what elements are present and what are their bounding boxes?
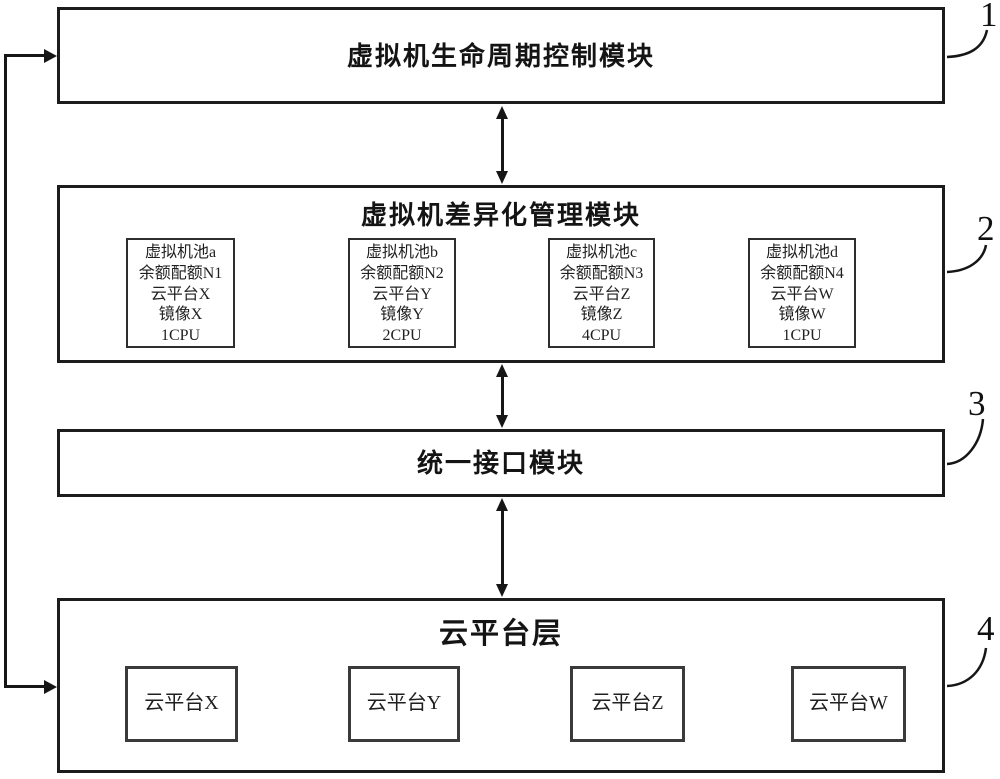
pool-line: 1CPU (782, 327, 822, 345)
pool-line: 余额配额N4 (760, 264, 844, 282)
pool-line: 镜像Y (380, 306, 424, 324)
pool-line: 余额配额N3 (559, 264, 644, 282)
arrow-head-into-cloudlayer (44, 679, 57, 694)
arrow-shaft (501, 115, 504, 175)
pool-line: 镜像X (158, 306, 203, 324)
pool-line: 余额配额N2 (360, 264, 444, 282)
pool-line: 虚拟机池a (144, 244, 217, 261)
cloud-platform-x-box: 云平台X (125, 666, 238, 742)
ref-label-1: 1 (980, 0, 998, 34)
module-box-unified-interface: 统一接口模块 (57, 429, 945, 497)
arrow-head-into-lifecycle (44, 48, 57, 63)
pool-line: 虚拟机池d (765, 244, 838, 261)
leader-curve-4 (946, 647, 988, 688)
feedback-line-bottom (4, 685, 45, 688)
double-arrow-interface-cloudlayer (496, 498, 509, 597)
module-title-vm-lifecycle: 虚拟机生命周期控制模块 (346, 41, 655, 71)
leader-curve-3 (946, 418, 985, 466)
module-box-vm-lifecycle: 虚拟机生命周期控制模块 (57, 7, 945, 104)
module-box-vm-differentiation: 虚拟机差异化管理模块 虚拟机池a 余额配额N1 云平台X 镜像X 1CPU 虚拟… (57, 185, 945, 363)
module-box-cloud-platform-layer: 云平台层 云平台X 云平台Y 云平台Z 云平台W (57, 598, 945, 773)
vm-pool-b-box: 虚拟机池b 余额配额N2 云平台Y 镜像Y 2CPU (348, 238, 456, 348)
vm-pool-d-box: 虚拟机池d 余额配额N4 云平台W 镜像W 1CPU (748, 238, 856, 348)
module-title-cloud-platform-layer: 云平台层 (438, 618, 563, 650)
module-title-unified-interface: 统一接口模块 (416, 449, 585, 479)
double-arrow-differentiation-interface (496, 364, 509, 428)
double-arrow-lifecycle-differentiation (496, 106, 509, 184)
module-title-vm-differentiation: 虚拟机差异化管理模块 (360, 201, 641, 230)
pool-line: 虚拟机池b (365, 244, 438, 261)
ref-label-2: 2 (977, 209, 995, 248)
feedback-line-top (4, 54, 45, 57)
arrow-shaft (501, 507, 504, 588)
arrow-shaft (501, 373, 504, 419)
pool-line: 云平台Y (372, 285, 432, 303)
pool-line: 1CPU (160, 327, 201, 345)
ref-label-3: 3 (968, 384, 986, 423)
pool-line: 4CPU (581, 327, 622, 345)
leader-curve-1 (946, 29, 989, 59)
leader-curve-2 (946, 244, 988, 274)
pool-line: 镜像W (778, 306, 826, 324)
cloud-platform-z-box: 云平台Z (570, 666, 685, 742)
feedback-line-vertical (4, 54, 7, 688)
vm-pool-a-box: 虚拟机池a 余额配额N1 云平台X 镜像X 1CPU (126, 238, 235, 348)
vm-pool-c-box: 虚拟机池c 余额配额N3 云平台Z 镜像Z 4CPU (548, 238, 655, 348)
pool-line: 云平台W (770, 285, 834, 303)
pool-line: 云平台X (150, 285, 211, 303)
ref-label-4: 4 (977, 609, 995, 648)
pool-line: 2CPU (382, 327, 422, 345)
pool-line: 余额配额N1 (138, 264, 223, 282)
pool-line: 镜像Z (580, 306, 623, 324)
pool-line: 云平台Z (572, 285, 631, 303)
cloud-platform-w-box: 云平台W (791, 666, 906, 742)
cloud-platform-y-box: 云平台Y (348, 666, 460, 742)
pool-line: 虚拟机池c (565, 244, 638, 261)
